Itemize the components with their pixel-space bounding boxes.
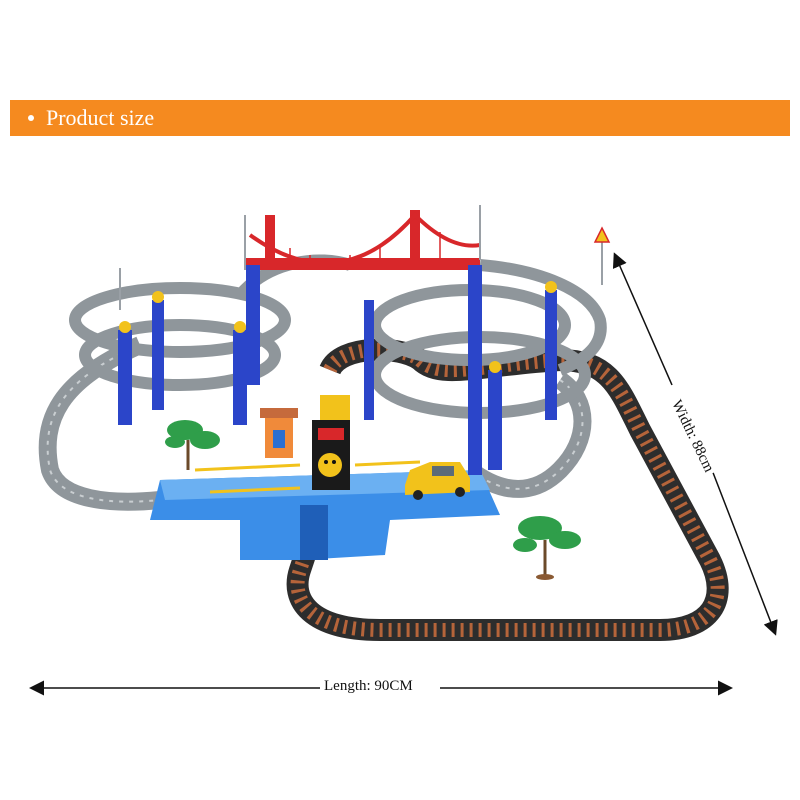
red-suspension-bridge [245,210,481,270]
tree-left [165,420,220,470]
yellow-toy-car [405,462,470,500]
lamp-posts [119,205,603,310]
banner-title: Product size [46,105,155,130]
station-building [260,408,298,458]
product-size-banner: Product size [10,100,790,136]
pillar-caps [119,281,557,373]
width-arrow [612,252,778,636]
tree-right [513,516,581,580]
warning-sign-icon [593,226,611,243]
locomotive [312,395,350,490]
fences [194,460,421,494]
gray-lower-track [38,336,592,511]
blue-pillars [118,265,557,475]
bullet-dot-icon [28,115,34,121]
length-label: Length: 90CM [321,678,416,695]
upper-right-spiral [369,259,607,419]
